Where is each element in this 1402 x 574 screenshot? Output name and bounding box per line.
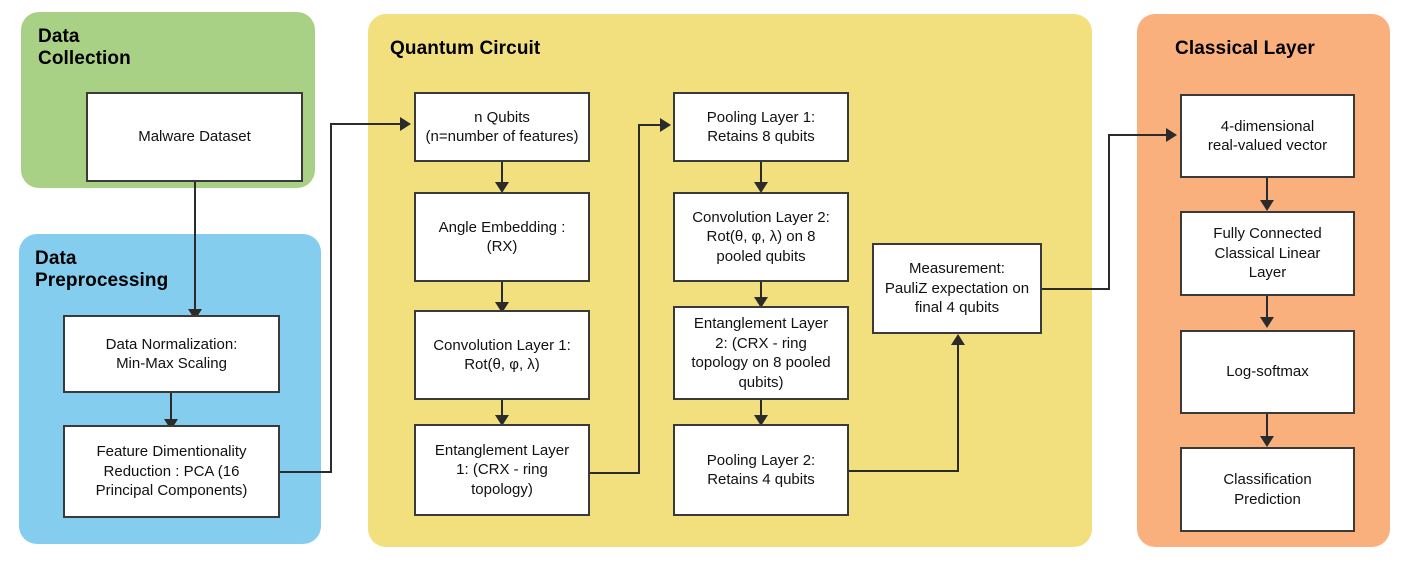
arrow-nqubits-to-angle bbox=[495, 182, 509, 193]
arrow-conv2-to-ent2 bbox=[754, 297, 768, 308]
edge-malware-to-normalization bbox=[194, 182, 196, 315]
edge-ent1-up bbox=[638, 124, 640, 474]
arrow-fc-to-logsoftmax bbox=[1260, 317, 1274, 328]
arrow-pool1-to-conv2 bbox=[754, 182, 768, 193]
arrow-normalization-to-pca bbox=[164, 419, 178, 430]
edge-measurement-to-vector bbox=[1108, 134, 1170, 136]
edge-pca-to-nqubits bbox=[330, 123, 405, 125]
node-malware-dataset[interactable]: Malware Dataset bbox=[86, 92, 303, 182]
arrow-vector-to-fc bbox=[1260, 200, 1274, 211]
panel-data-preprocessing-title: Data Preprocessing bbox=[35, 248, 169, 292]
edge-measurement-right bbox=[1042, 288, 1110, 290]
node-fully-connected[interactable]: Fully Connected Classical Linear Layer bbox=[1180, 211, 1355, 296]
arrow-ent1-to-pool1 bbox=[660, 118, 671, 132]
edge-fc-to-logsoftmax bbox=[1266, 296, 1268, 322]
arrow-conv1-to-ent1 bbox=[495, 415, 509, 426]
node-entanglement-layer-2[interactable]: Entanglement Layer 2: (CRX - ring topolo… bbox=[673, 306, 849, 400]
node-data-normalization[interactable]: Data Normalization: Min-Max Scaling bbox=[63, 315, 280, 393]
node-pooling-layer-1[interactable]: Pooling Layer 1: Retains 8 qubits bbox=[673, 92, 849, 162]
edge-logsoftmax-to-prediction bbox=[1266, 414, 1268, 444]
node-convolution-layer-1[interactable]: Convolution Layer 1: Rot(θ, φ, λ) bbox=[414, 310, 590, 400]
edge-ent1-right bbox=[590, 472, 640, 474]
panel-data-collection-title: Data Collection bbox=[38, 26, 131, 70]
node-classification-prediction[interactable]: Classification Prediction bbox=[1180, 447, 1355, 532]
edge-nqubits-to-angle bbox=[501, 162, 503, 188]
edge-pool2-right bbox=[849, 470, 959, 472]
edge-angle-to-conv1 bbox=[501, 282, 503, 308]
panel-classical-layer-title: Classical Layer bbox=[1175, 38, 1315, 59]
node-pooling-layer-2[interactable]: Pooling Layer 2: Retains 4 qubits bbox=[673, 424, 849, 516]
arrow-pool2-to-measurement bbox=[951, 334, 965, 345]
edge-pool2-up bbox=[957, 345, 959, 472]
arrow-malware-to-normalization bbox=[188, 309, 202, 320]
arrow-angle-to-conv1 bbox=[495, 302, 509, 313]
edge-ent2-to-pool2 bbox=[760, 400, 762, 422]
arrow-ent2-to-pool2 bbox=[754, 415, 768, 426]
arrow-pca-to-nqubits bbox=[400, 117, 411, 131]
arrow-measurement-to-vector bbox=[1166, 128, 1177, 142]
node-n-qubits[interactable]: n Qubits (n=number of features) bbox=[414, 92, 590, 162]
edge-pca-right bbox=[280, 471, 332, 473]
edge-normalization-to-pca bbox=[170, 393, 172, 425]
edge-conv2-to-ent2 bbox=[760, 282, 762, 304]
node-entanglement-layer-1[interactable]: Entanglement Layer 1: (CRX - ring topolo… bbox=[414, 424, 590, 516]
node-feature-reduction[interactable]: Feature Dimentionality Reduction : PCA (… bbox=[63, 425, 280, 518]
node-log-softmax[interactable]: Log-softmax bbox=[1180, 330, 1355, 414]
edge-conv1-to-ent1 bbox=[501, 400, 503, 422]
arrow-logsoftmax-to-prediction bbox=[1260, 436, 1274, 447]
edge-pca-up bbox=[330, 123, 332, 473]
panel-quantum-circuit-title: Quantum Circuit bbox=[390, 38, 541, 59]
edge-pool1-to-conv2 bbox=[760, 162, 762, 188]
node-vector-4d[interactable]: 4-dimensional real-valued vector bbox=[1180, 94, 1355, 178]
node-measurement[interactable]: Measurement: PauliZ expectation on final… bbox=[872, 243, 1042, 334]
node-angle-embedding[interactable]: Angle Embedding : (RX) bbox=[414, 192, 590, 282]
edge-measurement-up bbox=[1108, 134, 1110, 290]
node-convolution-layer-2[interactable]: Convolution Layer 2: Rot(θ, φ, λ) on 8 p… bbox=[673, 192, 849, 282]
edge-vector-to-fc bbox=[1266, 178, 1268, 206]
edge-ent1-to-pool1 bbox=[638, 124, 666, 126]
